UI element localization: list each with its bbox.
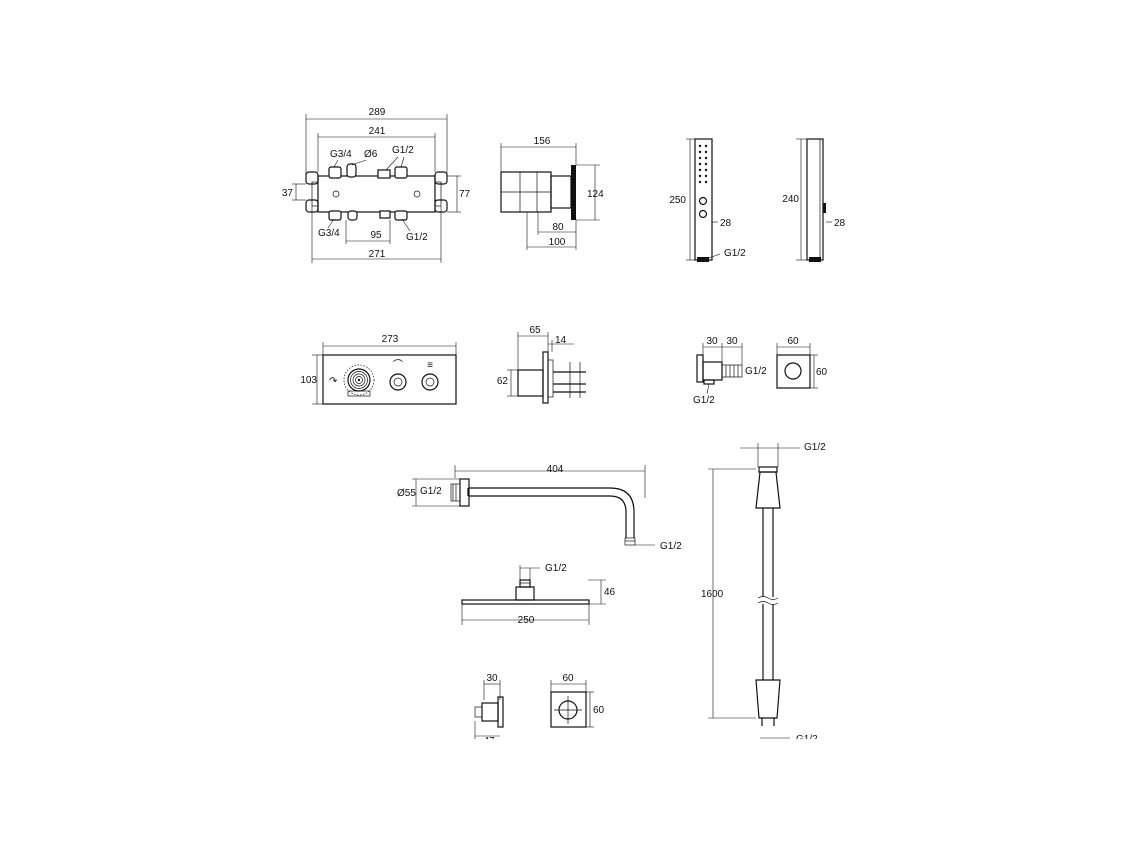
wall-elbow-side-view: 30 47 xyxy=(474,673,504,747)
dim-273: 273 xyxy=(382,334,399,345)
dim-271: 271 xyxy=(369,249,386,260)
dim-62: 62 xyxy=(497,376,509,387)
control-plate-side-view: 65 14 62 xyxy=(497,325,586,404)
handshower-knob xyxy=(389,373,407,391)
concealed-valve-body-view: 289 241 G3/4 Ø6 G1/2 xyxy=(282,107,471,263)
wall-outlet-side-view: 30 30 G1/2 G1/2 xyxy=(693,336,767,406)
shower-arm-view: 404 Ø55 G1/2 G1/2 xyxy=(397,464,682,552)
valve-side-view: 156 124 80 100 xyxy=(500,136,604,250)
label-hand-g12: G1/2 xyxy=(724,248,746,259)
label-g12-top: G1/2 xyxy=(392,145,414,156)
dim-80: 80 xyxy=(552,222,564,233)
thermostat-knob xyxy=(343,364,375,396)
dim-outlet-30b: 30 xyxy=(726,336,738,347)
dim-handside-240: 240 xyxy=(782,194,799,205)
label-head-g12: G1/2 xyxy=(545,563,567,574)
dim-d55: Ø55 xyxy=(397,488,416,499)
label-g34-top: G3/4 xyxy=(330,149,352,160)
dim-241: 241 xyxy=(369,126,386,137)
label-g34-bottom: G3/4 xyxy=(318,228,340,239)
dim-404: 404 xyxy=(547,464,564,475)
label-arm-g12-end: G1/2 xyxy=(660,541,682,552)
dim-elbow-30: 30 xyxy=(486,673,498,684)
dim-14: 14 xyxy=(555,335,567,346)
label-g12-bottom: G1/2 xyxy=(406,232,428,243)
hand-shower-front-view: 250 28 G1/2 xyxy=(669,138,746,262)
head-shower-side-view: G1/2 46 250 xyxy=(461,563,616,626)
dim-1600: 1600 xyxy=(701,589,724,600)
label-outlet-g12-below: G1/2 xyxy=(693,395,715,406)
dim-elbowface-60-top: 60 xyxy=(562,673,574,684)
handshower-symbol: ⌒ xyxy=(393,359,403,371)
headshower-symbol: ≡ xyxy=(427,360,433,371)
label-hose-g12-top: G1/2 xyxy=(804,442,826,453)
dim-head-46: 46 xyxy=(604,587,616,598)
control-plate-front-view: 273 103 ↷ ⌒ ≡ xyxy=(300,334,457,405)
hand-shower-side-view: 240 28 xyxy=(782,138,846,262)
wall-outlet-face-view: 60 60 xyxy=(776,336,828,389)
dim-outlet-30a: 30 xyxy=(706,336,718,347)
figure-crop-mask xyxy=(0,739,1128,846)
dim-hand-28: 28 xyxy=(720,218,732,229)
hand-shower-nozzles xyxy=(698,144,708,184)
dim-103: 103 xyxy=(300,375,317,386)
dim-elbowface-60-side: 60 xyxy=(593,705,605,716)
dim-95: 95 xyxy=(370,230,382,241)
label-arm-g12: G1/2 xyxy=(420,486,442,497)
dim-outletface-60-top: 60 xyxy=(787,336,799,347)
dim-156: 156 xyxy=(534,136,551,147)
thermostat-symbol: ↷ xyxy=(329,376,338,387)
dim-head-250: 250 xyxy=(518,615,535,626)
dim-handside-28: 28 xyxy=(834,218,846,229)
dim-outletface-60-side: 60 xyxy=(816,367,828,378)
dim-hand-250: 250 xyxy=(669,195,686,206)
dim-37: 37 xyxy=(282,188,294,199)
label-outlet-g12-right: G1/2 xyxy=(745,366,767,377)
label-d6: Ø6 xyxy=(364,149,378,160)
dim-289: 289 xyxy=(369,107,386,118)
dim-65: 65 xyxy=(529,325,541,336)
dim-124: 124 xyxy=(587,189,604,200)
dim-100: 100 xyxy=(549,237,566,248)
headshower-knob xyxy=(421,373,439,391)
shower-hose-view: G1/2 1600 G1/2 xyxy=(701,442,826,745)
dim-77: 77 xyxy=(459,189,471,200)
wall-elbow-face-view: 60 60 xyxy=(550,673,605,728)
